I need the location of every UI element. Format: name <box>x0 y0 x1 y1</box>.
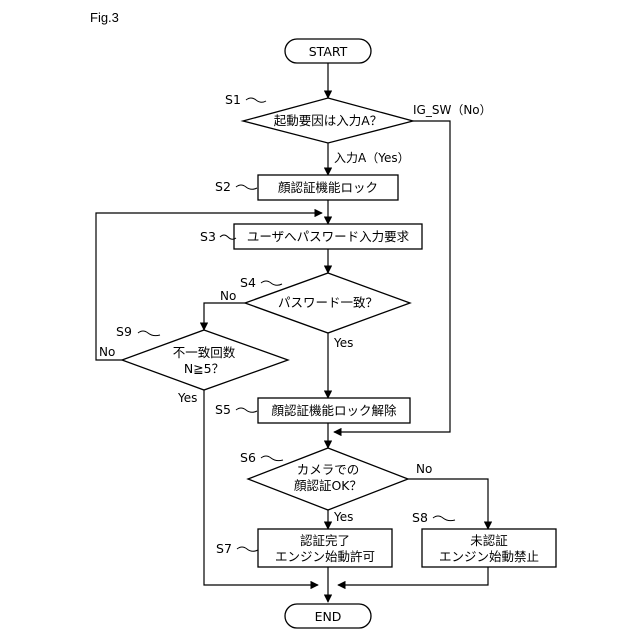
s5-leader <box>236 408 257 412</box>
s1-yes-label: 入力A（Yes） <box>334 151 410 165</box>
s4-step: S4 <box>240 275 256 290</box>
s4-yes-label: Yes <box>333 336 353 350</box>
s6-leader <box>261 456 283 461</box>
s9-yes-label: Yes <box>177 391 197 405</box>
s6-yes-label: Yes <box>333 510 353 524</box>
start-label: START <box>309 44 348 59</box>
end-label: END <box>315 609 342 624</box>
s6-text-line2: 顔認証OK？ <box>294 478 362 493</box>
s7-step: S7 <box>216 541 232 556</box>
s7-leader <box>237 547 258 551</box>
s4-leader <box>261 281 282 285</box>
s3-process: ユーザへパスワード入力要求 <box>234 224 422 249</box>
s9-decision: 不一致回数 N≧5？ <box>122 330 288 390</box>
end-terminal: END <box>285 604 371 628</box>
s2-leader <box>236 185 257 189</box>
s9-leader <box>138 331 160 336</box>
s6-no-label: No <box>416 462 432 476</box>
s6-text-line1: カメラでの <box>297 462 360 477</box>
s1-text: 起動要因は入力A？ <box>274 113 383 128</box>
s8-text-line1: 未認証 <box>470 533 508 548</box>
s6-decision: カメラでの 顔認証OK？ <box>248 448 408 510</box>
connectors <box>96 63 488 602</box>
s9-step: S9 <box>116 324 132 339</box>
s9-no-label: No <box>99 345 115 359</box>
s5-step: S5 <box>215 402 231 417</box>
s2-process: 顔認証機能ロック <box>258 175 398 200</box>
s8-text-line2: エンジン始動禁止 <box>439 549 539 564</box>
s1-no-label: IG_SW（No） <box>413 103 492 117</box>
s9-text-line1: 不一致回数 <box>173 345 236 360</box>
s2-step: S2 <box>215 179 231 194</box>
s6-step: S6 <box>240 450 256 465</box>
s3-text: ユーザへパスワード入力要求 <box>247 229 410 244</box>
s2-text: 顔認証機能ロック <box>278 180 378 195</box>
start-terminal: START <box>285 39 371 63</box>
s9-text-line2: N≧5？ <box>184 361 224 376</box>
s8-step: S8 <box>412 510 428 525</box>
s7-text-line2: エンジン始動許可 <box>275 549 375 564</box>
s1-leader <box>246 98 266 102</box>
s3-step: S3 <box>200 229 216 244</box>
s8-process: 未認証 エンジン始動禁止 <box>422 529 556 567</box>
s7-text-line1: 認証完了 <box>300 533 350 548</box>
s5-process: 顔認証機能ロック解除 <box>258 398 410 423</box>
figure-label: Fig.3 <box>90 10 119 25</box>
s8-leader <box>433 516 455 521</box>
s5-text: 顔認証機能ロック解除 <box>271 403 397 418</box>
s4-no-label: No <box>220 289 236 303</box>
s1-decision: 起動要因は入力A？ <box>243 98 413 143</box>
s7-process: 認証完了 エンジン始動許可 <box>258 529 392 567</box>
s4-text: パスワード一致？ <box>278 295 378 310</box>
s1-step: S1 <box>225 92 241 107</box>
